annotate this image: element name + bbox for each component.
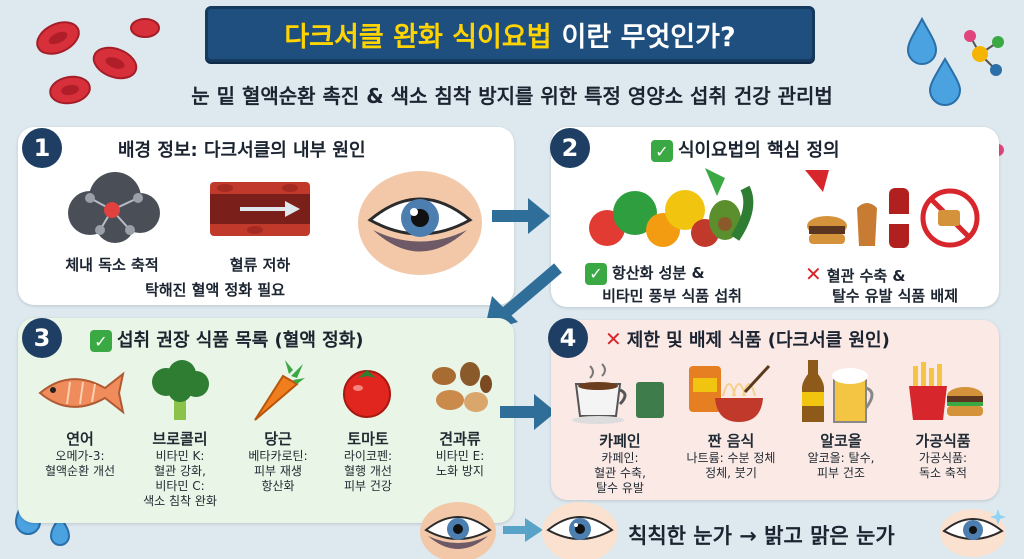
check-icon: ✓: [585, 262, 607, 285]
food-desc-line: 피부 건조: [817, 466, 865, 480]
processed-food-icon: [909, 362, 983, 420]
blood-vessel-icon: [210, 182, 310, 236]
salty-food-icon: [689, 364, 771, 422]
carrot-icon: [254, 360, 305, 421]
food-desc-line: 오메가-3:: [55, 449, 105, 463]
section-3-badge: 3: [22, 318, 62, 358]
bad-line-2: 탈수 유발 식품 배제: [831, 287, 959, 305]
restricted-item-alcohol: 알코올 알코올: 탈수, 피부 건조: [786, 430, 896, 481]
food-desc-line: 정체, 붓기: [705, 466, 757, 480]
food-desc-line: 카페인:: [601, 451, 639, 465]
food-desc-line: 비타민 C:: [155, 479, 205, 493]
food-name: 카페인: [599, 432, 641, 450]
section-4-title-wrap: ✕제한 및 배제 식품 (다크서클 원인): [605, 326, 890, 352]
sparkling-eye-icon: [940, 509, 1006, 557]
section-2-title-wrap: ✓식이요법의 핵심 정의: [651, 136, 840, 162]
food-desc-line: 라이코펜:: [343, 449, 393, 463]
food-name: 토마토: [347, 430, 389, 448]
tomato-icon: [343, 370, 391, 418]
nuts-icon: [432, 362, 492, 412]
food-desc-line: 베타카로틴:: [248, 449, 308, 463]
food-desc-line: 노화 방지: [436, 464, 484, 478]
water-drops-molecule-icon: [906, 16, 1004, 106]
good-foods-label: ✓ 항산화 성분 &: [585, 262, 765, 285]
restricted-item-caffeine: 카페인 카페인: 혈관 수축, 탈수 유발: [565, 430, 675, 496]
section-2-badge: 2: [550, 128, 590, 168]
tired-eye-icon: [420, 502, 496, 559]
food-desc-line: 혈관 강화,: [154, 464, 206, 478]
title-rest: 이란 무엇인가?: [561, 21, 736, 53]
section-4-title: 제한 및 배제 식품 (다크서클 원인): [626, 330, 890, 351]
food-name: 당근: [264, 430, 292, 448]
section-4-badge: 4: [548, 318, 588, 358]
food-desc-line: 피부 재생: [254, 464, 302, 478]
before-after-caption: 칙칙한 눈가 → 밝고 맑은 눈가: [628, 524, 895, 548]
food-desc-line: 가공식품:: [918, 451, 968, 465]
food-name: 짠 음식: [707, 432, 755, 450]
food-name: 견과류: [439, 430, 481, 448]
food-desc-line: 탈수 유발: [596, 481, 644, 495]
food-desc-line: 혈액순환 개선: [44, 464, 116, 478]
flow-arrow-right: [500, 394, 556, 430]
food-item-broccoli: 브로콜리 비타민 K: 혈관 강화, 비타민 C: 색소 침착 완화: [130, 428, 230, 509]
good-line-2: 비타민 풍부 식품 섭취: [602, 287, 742, 305]
food-item-salmon: 연어 오메가-3: 혈액순환 개선: [30, 428, 130, 479]
coffee-cup-icon: [572, 363, 664, 424]
food-desc-line: 피부 건강: [344, 479, 392, 493]
restricted-item-processed-food: 가공식품 가공식품: 독소 축적: [888, 430, 998, 481]
food-name: 브로콜리: [152, 430, 208, 448]
section-3-title: 섭취 권장 식품 목록 (혈액 정화): [117, 330, 364, 351]
food-desc-line: 비타민 K:: [155, 449, 205, 463]
check-icon: ✓: [651, 140, 673, 162]
section-1-badge: 1: [22, 128, 62, 168]
item-reduced-blood-flow: 혈류 저하: [229, 256, 291, 274]
section-recommended-foods: [18, 318, 514, 523]
title-banner: 다크서클 완화 식이요법 이란 무엇인가?: [205, 6, 815, 62]
section-2-title: 식이요법의 핵심 정의: [678, 140, 840, 161]
cross-icon: ✕: [605, 327, 622, 351]
food-name: 연어: [66, 430, 94, 448]
section-3-title-wrap: ✓섭취 권장 식품 목록 (혈액 정화): [90, 326, 364, 352]
item-toxin-accumulation: 체내 독소 축적: [65, 256, 159, 274]
dark-circle-eye-icon: [358, 171, 482, 275]
food-desc-line: 혈관 수축,: [594, 466, 646, 480]
food-desc-line: 혈행 개선: [344, 464, 392, 478]
cross-icon: ✕: [805, 262, 822, 286]
toxin-cloud-icon: [68, 172, 160, 243]
food-desc-line: 색소 침착 완화: [143, 494, 217, 508]
note-blood-purification: 탁해진 혈액 정화 필요: [145, 281, 285, 299]
flow-arrow-right: [492, 198, 550, 234]
salmon-icon: [38, 371, 125, 415]
food-name: 가공식품: [915, 432, 971, 450]
food-item-nuts: 견과류 비타민 E: 노화 방지: [410, 428, 510, 479]
broccoli-icon: [152, 360, 209, 420]
bright-eye-icon: [542, 502, 618, 559]
bad-line-1: 혈관 수축 &: [826, 267, 906, 285]
food-desc-line: 비타민 E:: [435, 449, 485, 463]
food-name: 알코올: [820, 432, 862, 450]
alcohol-icon: [802, 360, 874, 423]
section-1-title: 배경 정보: 다크서클의 내부 원인: [118, 140, 366, 161]
food-desc-line: 독소 축적: [919, 466, 967, 480]
title-highlight: 다크서클 완화 식이요법: [284, 21, 552, 53]
food-desc-line: 항산화: [261, 479, 295, 493]
restricted-item-salty-food: 짠 음식 나트륨: 수분 정체 정체, 붓기: [676, 430, 786, 481]
food-desc-line: 나트륨: 수분 정체: [686, 451, 776, 465]
red-blood-cells-icon: [36, 18, 160, 105]
bad-foods-label: ✕혈관 수축 &: [805, 262, 985, 286]
food-item-carrot: 당근 베타카로틴: 피부 재생 항산화: [228, 428, 328, 494]
healthy-foods-icon: [589, 168, 754, 247]
good-line-1: 항산화 성분 &: [612, 264, 705, 282]
subtitle: 눈 밑 혈액순환 촉진 & 색소 침착 방지를 위한 특정 영양소 섭취 건강 …: [191, 84, 833, 108]
food-desc-line: 알코올: 탈수,: [807, 451, 875, 465]
check-icon: ✓: [90, 330, 112, 352]
arrow-right-icon: [503, 518, 543, 542]
food-item-tomato: 토마토 라이코펜: 혈행 개선 피부 건강: [318, 428, 418, 494]
unhealthy-foods-icon: [805, 170, 980, 248]
